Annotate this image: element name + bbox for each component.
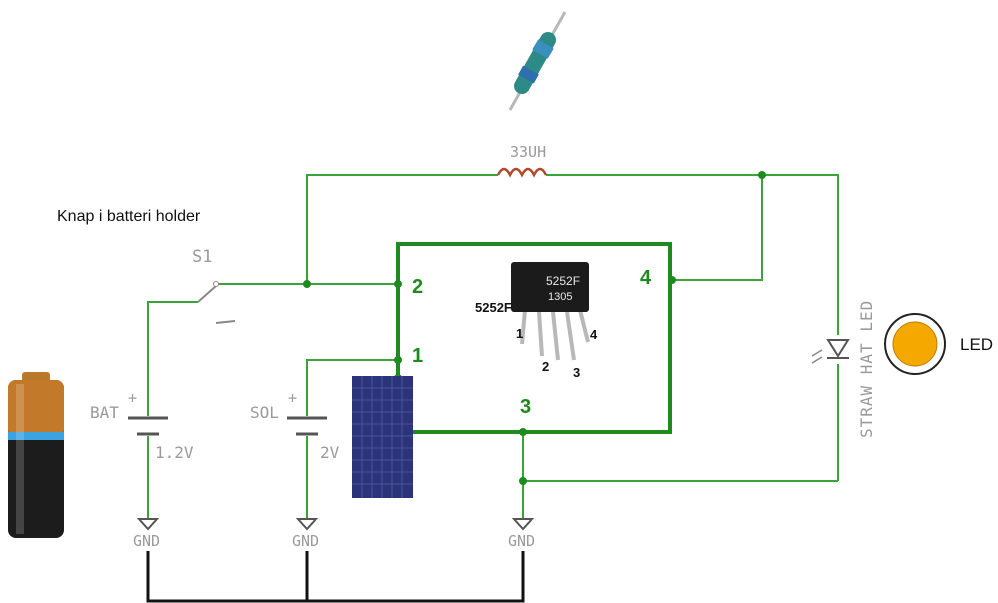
ic-pin-3: 3 (573, 365, 580, 380)
ic-pin-2: 2 (542, 359, 549, 374)
ic-box-pin-4: 4 (640, 267, 652, 289)
inductor-label: 33UH (510, 143, 546, 161)
inductor-coil-icon (496, 167, 548, 178)
caption-text: Knap i batteri holder (57, 208, 201, 225)
ic-pin-4: 4 (590, 327, 598, 342)
ic-part-label: 5252F (475, 300, 512, 315)
ground-label-1: GND (133, 532, 160, 550)
battery-symbol-icon (128, 416, 168, 436)
battery-name: BAT (90, 403, 119, 422)
solar-name: SOL (250, 403, 279, 422)
ic-chip-icon: 5252F 1305 (511, 262, 590, 361)
ic-marking-top: 5252F (546, 274, 580, 288)
led-schematic-label: STRAW HAT LED (857, 300, 876, 438)
led-label: LED (960, 335, 993, 354)
battery-plus: + (128, 389, 137, 407)
solar-plus: + (288, 389, 297, 407)
solar-panel-icon (352, 376, 413, 498)
solar-value: 2V (320, 443, 340, 462)
ground-label-3: GND (508, 532, 535, 550)
inductor-photo-icon (508, 11, 567, 111)
ground-label-2: GND (292, 532, 319, 550)
ic-box-pin-3: 3 (520, 396, 531, 418)
led-diode-icon (811, 339, 850, 364)
ic-pin-1: 1 (516, 326, 523, 341)
aa-battery-icon (8, 372, 64, 538)
solar-symbol-icon (287, 416, 327, 436)
ic-box-pin-2: 2 (412, 276, 423, 298)
battery-value: 1.2V (155, 443, 194, 462)
ic-box-pin-1: 1 (412, 345, 423, 367)
ic-marking-bottom: 1305 (548, 291, 572, 303)
ground-symbol-icon (136, 518, 535, 531)
switch-label: S1 (192, 247, 212, 267)
switch-contact-icon (213, 281, 219, 287)
led-lamp-icon (892, 321, 938, 367)
ic-box (396, 242, 672, 434)
wiring (147, 174, 839, 518)
ground-link-wire (146, 551, 525, 603)
